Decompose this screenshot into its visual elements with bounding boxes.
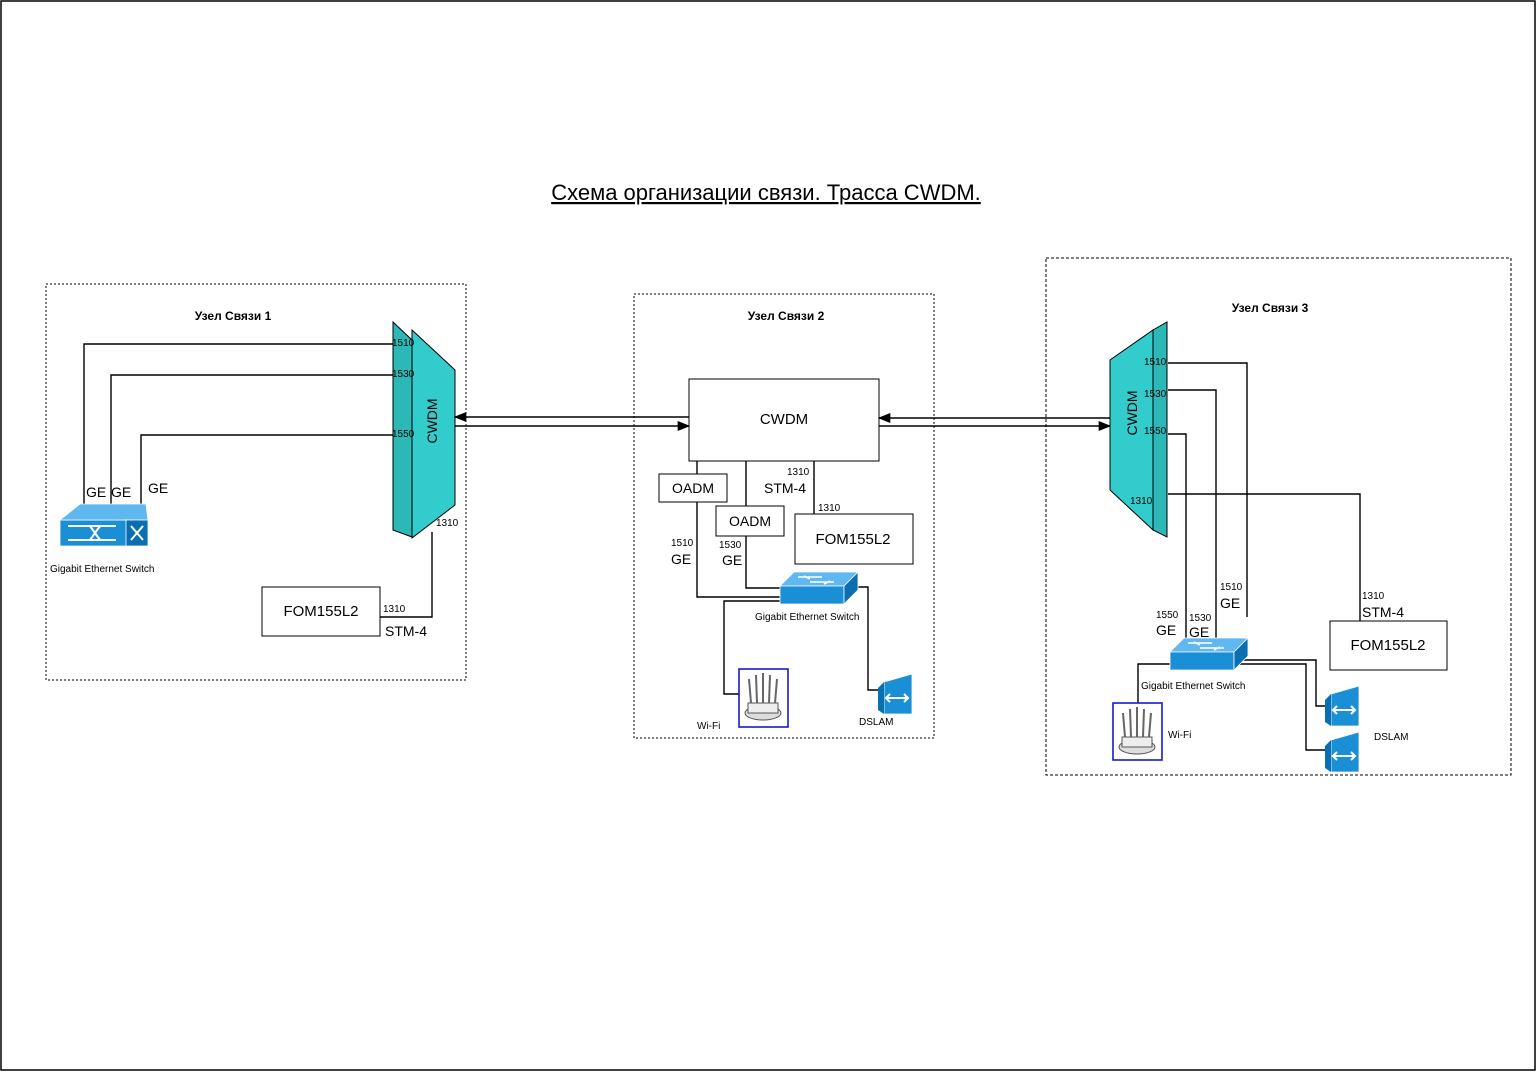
line-dslam	[850, 586, 881, 691]
line-1310	[1168, 493, 1361, 621]
diagram-title: Схема организации связи. Трасса CWDM.	[551, 180, 981, 205]
fom-label: FOM155L2	[1350, 637, 1425, 654]
fom-label: FOM155L2	[815, 531, 890, 548]
fom-label: FOM155L2	[283, 603, 358, 620]
fom-box-2[interactable]	[794, 513, 914, 565]
mux-3-label: CWDM	[1124, 390, 1140, 435]
cwdm-mux-3[interactable]: CWDM	[1109, 321, 1168, 538]
line-1550	[140, 434, 412, 512]
port-label: 1510	[1220, 582, 1243, 593]
dslam-caption: DSLAM	[1374, 732, 1408, 743]
line-dslam-2	[1236, 663, 1330, 751]
oadm-box-1[interactable]	[658, 473, 728, 503]
ch-label: 1550	[392, 429, 415, 440]
oadm-label: OADM	[729, 513, 771, 529]
wifi-icon[interactable]	[738, 668, 789, 728]
switch-caption: Gigabit Ethernet Switch	[1141, 681, 1246, 692]
line-1530	[1168, 389, 1217, 645]
ge-label: GE	[671, 551, 691, 567]
node-1: Узел Связи 1 CWDM 1510 1530 1550 1310 GE…	[45, 283, 467, 681]
line-1510	[1168, 362, 1248, 617]
ch-label: 1310	[1130, 496, 1153, 507]
switch-icon[interactable]	[1169, 637, 1249, 671]
line-wifi	[1137, 663, 1178, 703]
port-label: 1550	[1156, 610, 1179, 621]
line-1310	[379, 532, 433, 618]
stm-label: STM-4	[764, 480, 806, 496]
oadm-label: OADM	[672, 480, 714, 496]
line-wifi	[723, 600, 786, 695]
port-label: 1310	[1362, 591, 1385, 602]
wifi-icon[interactable]	[1112, 702, 1163, 761]
line-1530	[745, 536, 790, 589]
port-label: 1310	[818, 503, 841, 514]
ch-label: 1510	[392, 338, 415, 349]
wifi-caption: Wi-Fi	[697, 721, 720, 732]
wifi-caption: Wi-Fi	[1168, 730, 1191, 741]
fom-box-1[interactable]	[261, 586, 381, 637]
line-1510	[83, 343, 412, 512]
ch-label: 1310	[436, 518, 459, 529]
oadm-box-2[interactable]	[715, 505, 785, 537]
switch-caption: Gigabit Ethernet Switch	[50, 564, 155, 575]
ge-label: GE	[111, 484, 131, 500]
line-dslam-1	[1240, 659, 1330, 707]
switch-icon[interactable]	[58, 503, 149, 547]
port-label: 1310	[787, 467, 810, 478]
node-3: Узел Связи 3 CWDM 1510 1530 1550 1310 15…	[1045, 257, 1512, 776]
ch-label: 1530	[392, 369, 415, 380]
switch-icon[interactable]	[779, 571, 859, 605]
node-1-title: Узел Связи 1	[195, 309, 272, 323]
ch-label: 1510	[1144, 357, 1167, 368]
ge-label: GE	[1189, 624, 1209, 640]
dslam-icon[interactable]	[878, 673, 913, 715]
node-1-frame	[45, 283, 467, 681]
ch-label: 1530	[1144, 389, 1167, 400]
ge-label: GE	[148, 480, 168, 496]
ge-label: GE	[722, 552, 742, 568]
port-label: 1530	[1189, 613, 1212, 624]
dslam-icon[interactable]	[1325, 685, 1360, 727]
ge-label: GE	[86, 484, 106, 500]
node-2: Узел Связи 2 CWDM OADM OADM FOM155L2 131…	[633, 293, 935, 739]
dslam-icon[interactable]	[1325, 731, 1360, 773]
line-1550	[1168, 433, 1187, 645]
port-label: 1510	[671, 538, 694, 549]
cwdm-mux-1[interactable]: CWDM	[392, 320, 456, 540]
dslam-caption: DSLAM	[859, 717, 893, 728]
stm-label: STM-4	[385, 623, 427, 639]
port-label: 1530	[719, 540, 742, 551]
ge-label: GE	[1156, 622, 1176, 638]
mux-1-label: CWDM	[424, 398, 440, 443]
switch-caption: Gigabit Ethernet Switch	[755, 612, 860, 623]
line-1510	[696, 502, 790, 598]
ch-label: 1550	[1144, 426, 1167, 437]
fom-box-3[interactable]	[1329, 620, 1448, 671]
ge-label: GE	[1220, 595, 1240, 611]
line-1530	[110, 374, 412, 512]
fom-port-label: 1310	[383, 604, 406, 615]
cwdm-box-2[interactable]	[688, 378, 880, 462]
node-2-title: Узел Связи 2	[748, 309, 825, 323]
node-3-title: Узел Связи 3	[1232, 301, 1309, 315]
stm-label: STM-4	[1362, 604, 1404, 620]
node-2-frame	[633, 293, 935, 739]
cwdm-label: CWDM	[760, 411, 808, 428]
node-3-frame	[1045, 257, 1512, 776]
